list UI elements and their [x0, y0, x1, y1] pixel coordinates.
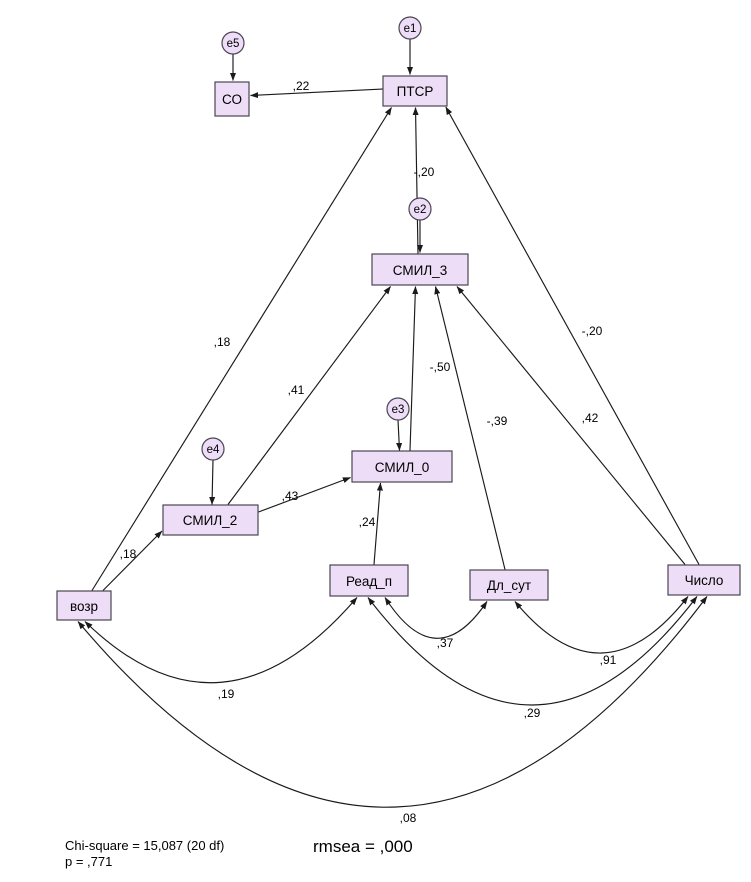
node-ptsr: ПТСР	[382, 75, 448, 107]
coef-chislo-to-ptsr: -,20	[582, 324, 603, 338]
node-readp-box	[329, 564, 409, 597]
node-co-label: СО	[222, 92, 242, 107]
node-co: СО	[214, 81, 250, 117]
error-e4-circle	[201, 437, 225, 461]
chi-square-text: Chi-square = 15,087 (20 df)	[65, 838, 224, 853]
error-e5-label: e5	[227, 38, 240, 50]
node-smil0-box	[351, 450, 453, 483]
node-smil0: СМИЛ_0	[351, 450, 453, 483]
rmsea-text: rmsea = ,000	[313, 837, 413, 856]
cov-readp-dlsut	[384, 597, 488, 639]
error-e1-label: e1	[404, 23, 417, 35]
coef-ptsr-to-co: ,22	[293, 79, 310, 93]
node-vozr-box	[56, 590, 112, 621]
coef-vozr-to-smil2: ,18	[120, 547, 137, 561]
path-chislo-to-ptsr	[445, 106, 700, 565]
error-e3-circle	[386, 397, 410, 421]
error-e5-circle	[221, 31, 245, 55]
node-smil2-label: СМИЛ_2	[183, 513, 237, 528]
path-vozr-to-ptsr	[91, 107, 392, 591]
error-e5: e5	[221, 31, 245, 55]
p-value-text: p = ,771	[65, 854, 112, 869]
fit-statistics: Chi-square = 15,087 (20 df) p = ,771 rms…	[65, 837, 413, 869]
error-e4: e4	[201, 437, 225, 461]
coef-dlsut-to-smil3: -,39	[487, 414, 508, 428]
node-smil3: СМИЛ_3	[371, 253, 469, 286]
cov-label-dlsut-chislo: ,91	[600, 653, 617, 667]
path-e3-to-smil0	[396, 419, 403, 451]
cov-label-vozr-chislo: ,08	[400, 811, 417, 825]
node-ptsr-label: ПТСР	[397, 84, 434, 99]
cov-readp-chislo	[367, 596, 698, 706]
cov-label-readp-chislo: ,29	[524, 706, 541, 720]
node-dlsut-label: Дл_сут	[487, 578, 531, 593]
node-dlsut-box	[469, 569, 549, 601]
node-chislo-box	[667, 564, 741, 596]
node-smil2-box	[162, 504, 259, 536]
cov-label-readp-dlsut: ,37	[437, 636, 454, 650]
coef-vozr-to-ptsr: ,18	[214, 335, 231, 349]
error-e1: e1	[398, 16, 422, 40]
path-vozr-to-smil2	[102, 530, 163, 591]
node-co-box	[214, 81, 250, 117]
coef-chislo-to-smil3: ,42	[582, 411, 599, 425]
coef-smil2-to-smil0: ,43	[282, 489, 299, 503]
node-smil0-label: СМИЛ_0	[375, 460, 429, 475]
node-vozr: возр	[56, 590, 112, 621]
error-e4-label: e4	[207, 444, 220, 456]
coef-smil3-to-ptsr: -,20	[414, 165, 435, 179]
error-e3-label: e3	[392, 404, 405, 416]
node-vozr-label: возр	[70, 599, 98, 614]
path-chislo-to-smil3	[456, 286, 686, 565]
path-smil0-to-smil3	[409, 286, 419, 451]
cov-vozr-readp	[84, 597, 358, 684]
path-dlsut-to-smil3	[434, 286, 506, 570]
node-dlsut: Дл_сут	[469, 569, 549, 601]
path-readp-to-smil0	[373, 482, 383, 565]
regression-paths	[91, 39, 700, 591]
error-e2: e2	[408, 197, 432, 221]
covariance-labels: ,19 ,37 ,91 ,29 ,08	[218, 636, 617, 825]
cov-vozr-chislo	[77, 596, 708, 808]
path-smil3-to-ptsr	[412, 107, 419, 254]
node-chislo: Число	[667, 564, 741, 596]
node-readp: Реад_п	[329, 564, 409, 597]
cov-dlsut-chislo	[514, 596, 689, 654]
path-ptsr-to-co	[250, 88, 384, 99]
path-smil2-to-smil0	[258, 476, 351, 513]
path-smil2-to-smil3	[227, 286, 391, 505]
node-chislo-label: Число	[685, 573, 724, 588]
node-smil3-box	[371, 253, 469, 286]
error-e1-circle	[398, 16, 422, 40]
node-ptsr-box	[382, 75, 448, 107]
coef-readp-to-smil0: ,24	[359, 515, 376, 529]
node-smil2: СМИЛ_2	[162, 504, 259, 536]
cov-label-vozr-readp: ,19	[218, 687, 235, 701]
error-e2-circle	[408, 197, 432, 221]
coefficient-labels: ,22 -,20 ,18 -,20 ,41 -,50 -,39 ,42 ,43 …	[120, 79, 603, 561]
error-e2-label: e2	[414, 204, 427, 216]
coef-smil0-to-smil3: -,50	[430, 360, 451, 374]
node-readp-label: Реад_п	[346, 574, 392, 589]
covariance-paths	[77, 596, 708, 808]
coef-smil2-to-smil3: ,41	[288, 383, 305, 397]
error-e3: e3	[386, 397, 410, 421]
path-e4-to-smil2	[209, 459, 216, 505]
node-smil3-label: СМИЛ_3	[393, 263, 447, 278]
